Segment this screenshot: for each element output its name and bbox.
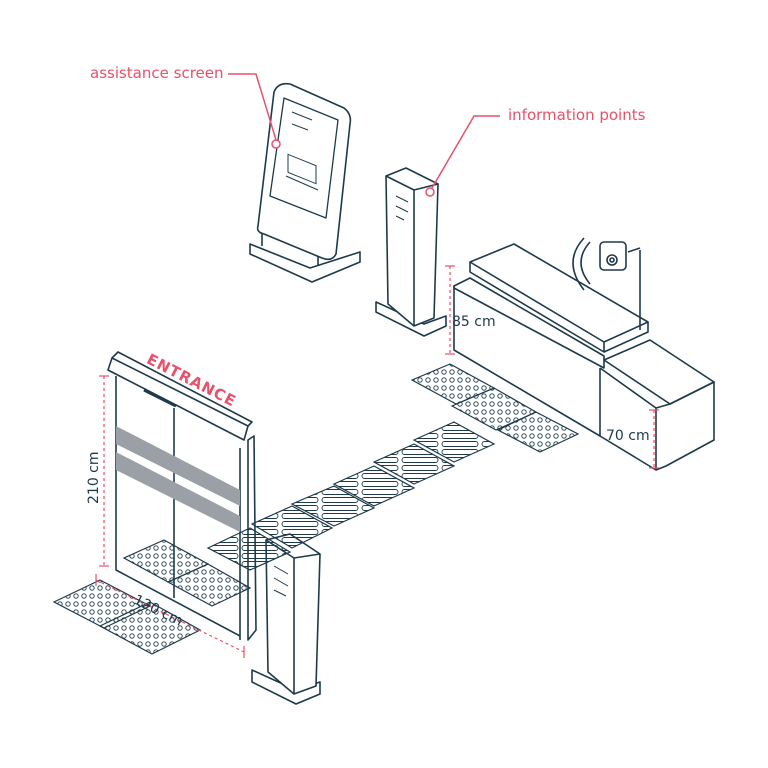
kiosk-screen-content [285, 111, 319, 191]
door-stripe-upper [116, 426, 240, 506]
door-stripe-lower [116, 452, 240, 532]
reception-counter [453, 237, 715, 471]
information-point-back [375, 167, 447, 337]
dimension-lines [95, 266, 655, 653]
information-points-label: information points [508, 106, 646, 124]
dimension-ticks [95, 265, 659, 658]
callout-lines [228, 73, 500, 197]
counter-low-dimension: 70 cm [606, 428, 650, 444]
counter-high-dimension: 85 cm [452, 314, 496, 330]
assistance-screen-label: assistance screen [90, 64, 224, 82]
tactile-paving [52, 363, 580, 655]
assistance-kiosk [249, 82, 361, 283]
door-height-dimension: 210 cm [86, 451, 102, 504]
